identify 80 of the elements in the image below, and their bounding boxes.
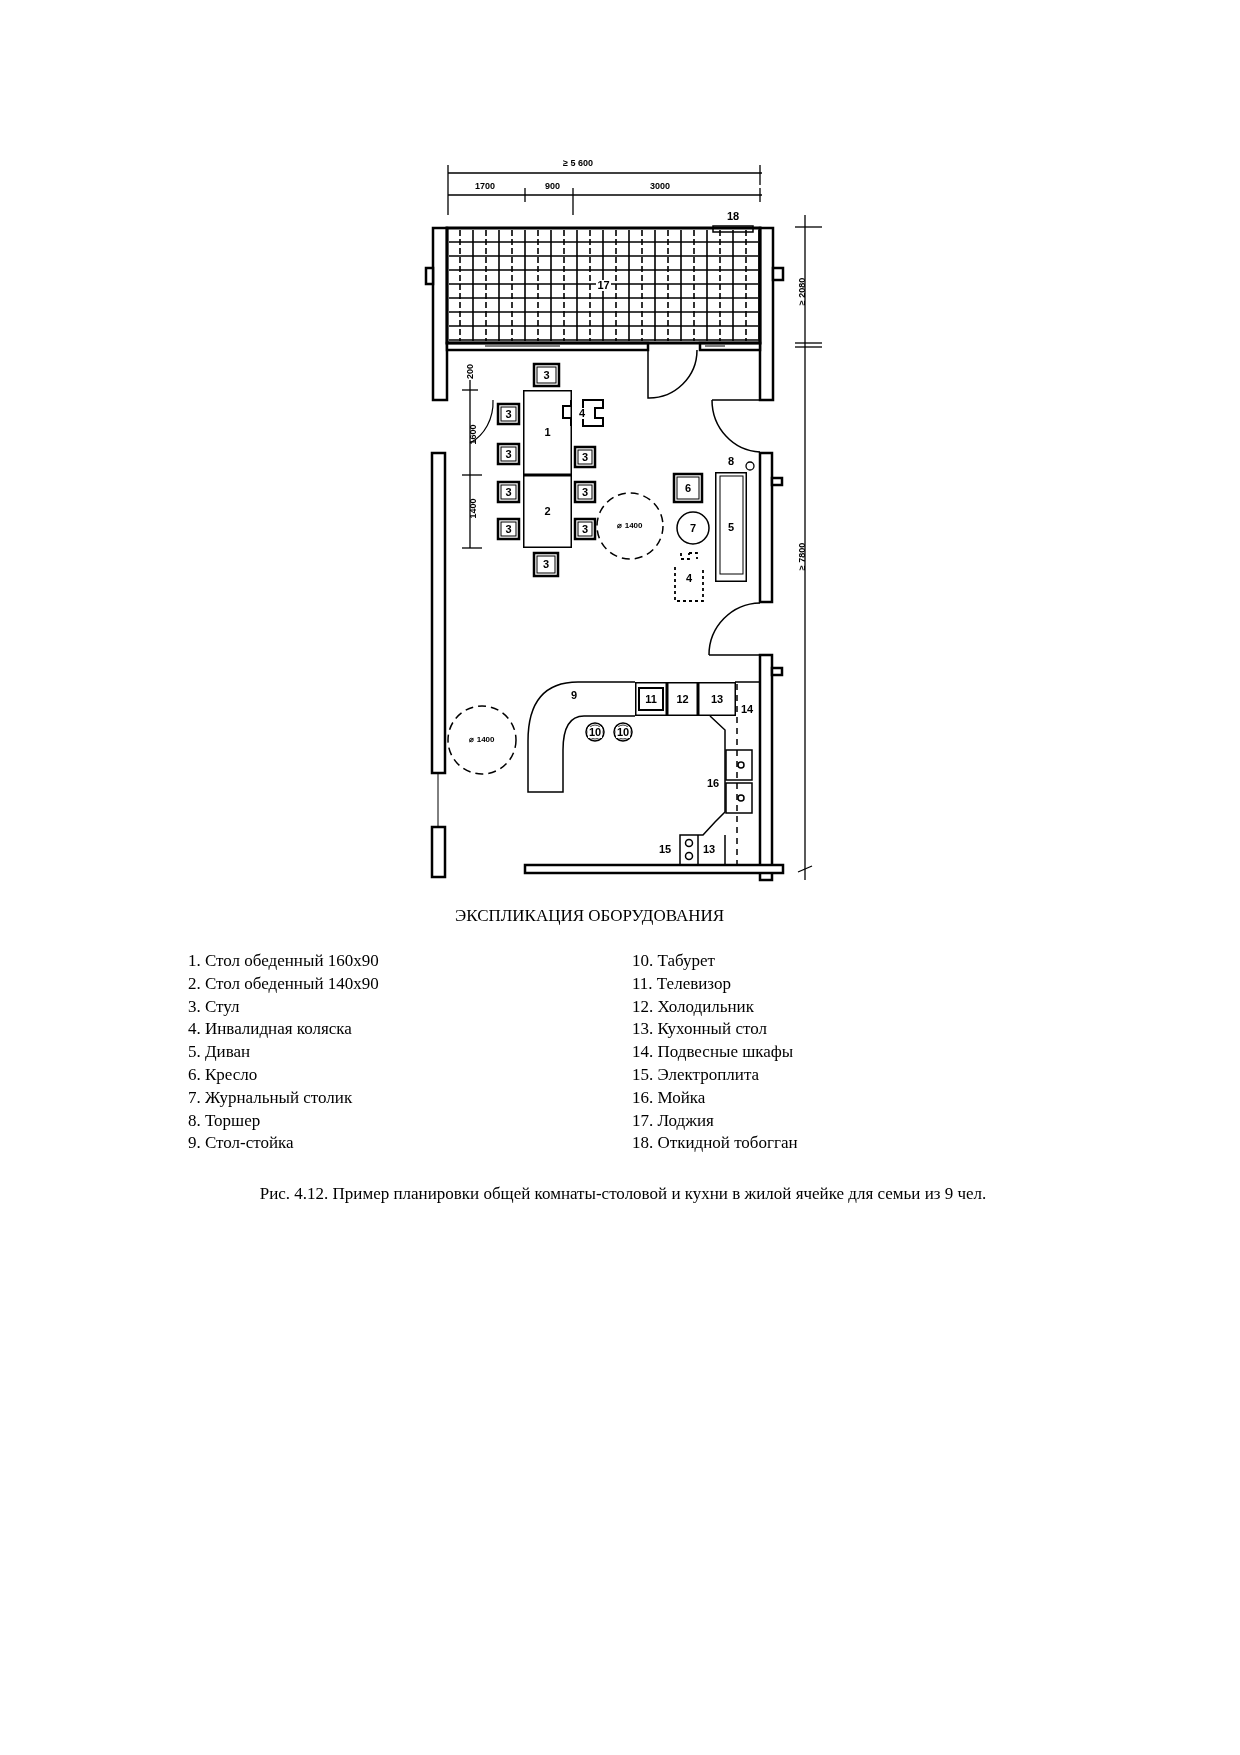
list-item: 17. Лоджия [632, 1110, 714, 1131]
callout-number: 13 [703, 844, 716, 855]
callout-number: 13 [709, 693, 725, 705]
callout-number: 11 [644, 693, 658, 705]
list-item: 4. Инвалидная коляска [188, 1019, 352, 1040]
refrigerator [667, 682, 698, 716]
callout-number: 3 [504, 448, 513, 460]
bar-counter [528, 682, 584, 792]
callout-number: 2 [543, 506, 552, 517]
list-item: 12. Холодильник [632, 996, 754, 1017]
callout-number: 3 [541, 559, 551, 570]
sofa [715, 472, 747, 582]
callout-number: 4 [684, 572, 694, 584]
list-item: 13. Кухонный стол [632, 1019, 767, 1040]
diameter-label: ⌀ 1400 [468, 736, 496, 744]
callout-number: 10 [587, 726, 603, 738]
callout-number: 10 [615, 726, 631, 738]
list-item: 7. Журнальный столик [188, 1087, 353, 1109]
callout-number: 15 [659, 844, 672, 855]
chair [497, 403, 520, 425]
list-item: 11. Телевизор [632, 973, 731, 995]
dimension-value: 900 [545, 182, 561, 191]
callout-number: 9 [570, 690, 579, 701]
list-item: 1. Стол обеденный 160x90 [188, 951, 379, 972]
kitchen-table [698, 682, 736, 716]
callout-number: 12 [675, 693, 690, 705]
callout-number: 8 [728, 456, 735, 467]
callout-number: 3 [580, 523, 590, 535]
list-item: 10. Табурет [632, 951, 715, 972]
callout-number: 4 [577, 407, 587, 419]
diameter-label: ⌀ 1400 [616, 522, 644, 530]
chair [574, 518, 596, 540]
callout-number: 7 [688, 522, 698, 534]
turning-circle [596, 492, 664, 560]
callout-number: 3 [504, 523, 513, 535]
callout-number: 6 [683, 482, 693, 494]
list-item: 8. Торшер [188, 1110, 261, 1131]
list-item: 3. Стул [188, 996, 240, 1017]
dining-table [523, 475, 572, 548]
callout-number: 3 [504, 408, 513, 420]
list-item: 16. Мойка [632, 1087, 706, 1109]
callout-number: 3 [542, 369, 551, 381]
dimension-value: 1700 [475, 182, 496, 191]
list-item: 6. Кресло [188, 1065, 258, 1086]
armchair [673, 473, 703, 503]
dimension-value: 200 [466, 364, 475, 379]
dimension-value: 1600 [468, 424, 478, 445]
callout-number: 3 [580, 486, 590, 498]
list-item: 15. Электроплита [632, 1065, 760, 1086]
figure-caption: Рис. 4.12. Пример планировки общей комнаты-столовой и кухни в жилой ячейке для семьи из 9 чел. [258, 1183, 988, 1205]
chair [497, 443, 520, 465]
callout-number: 3 [504, 486, 513, 498]
list-item: 9. Стол-стойка [188, 1133, 294, 1154]
dimension-value: ≥ 2080 [798, 277, 808, 306]
callout-number: 17 [596, 280, 611, 291]
chair [497, 518, 520, 540]
chair [533, 552, 559, 577]
coffee-table [676, 511, 710, 545]
dining-table [523, 390, 572, 475]
wheelchair [673, 553, 705, 603]
tv-cabinet [635, 682, 667, 716]
list-item: 2. Стол обеденный 140x90 [188, 973, 379, 995]
callout-number: 16 [707, 778, 720, 789]
dimension-value: ≥ 7800 [798, 542, 808, 571]
list-item: 5. Диван [188, 1042, 251, 1063]
turning-circle [447, 705, 517, 775]
section-heading: ЭКСПЛИКАЦИЯ ОБОРУДОВАНИЯ [455, 906, 725, 927]
chair [574, 446, 596, 468]
chair [533, 363, 560, 387]
dimension-value: 3000 [650, 182, 671, 191]
loggia-grid [447, 228, 760, 343]
chair [497, 481, 520, 503]
dimension-value: ≥ 5 600 [563, 159, 593, 168]
list-item: 14. Подвесные шкафы [632, 1042, 794, 1063]
callout-number: 1 [543, 427, 552, 438]
callout-number: 5 [726, 521, 736, 533]
chair [574, 481, 596, 503]
callout-number: 3 [580, 451, 590, 463]
dimension-value: 1400 [468, 498, 478, 519]
list-item: 18. Откидной тобогган [632, 1133, 798, 1154]
